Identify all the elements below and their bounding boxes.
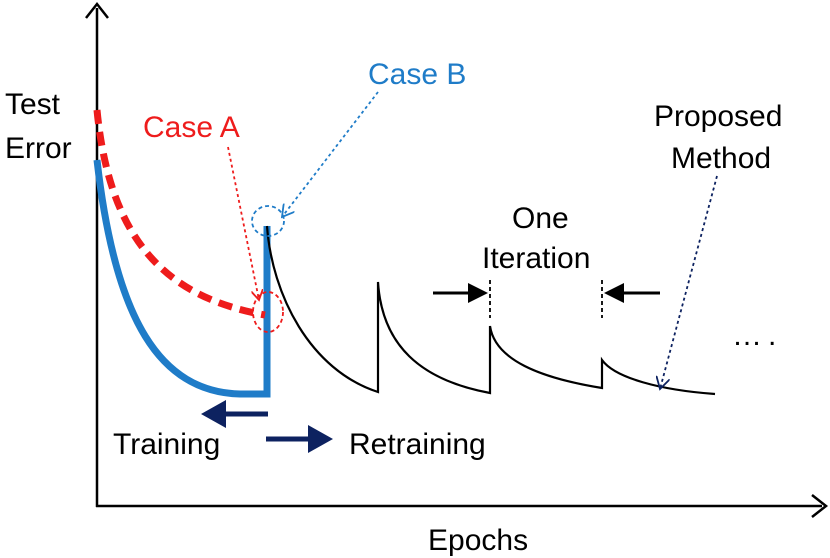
y-axis-arrowhead <box>85 1 109 19</box>
retraining-arrow <box>266 425 333 453</box>
proposed-pointer <box>660 175 718 389</box>
continuation-ellipsis: …. <box>732 319 782 352</box>
case-a-curve <box>93 109 266 319</box>
x-axis-label: Epochs <box>428 524 528 557</box>
case-b-circle <box>251 205 285 237</box>
case-a-label: Case A <box>143 111 240 144</box>
axes <box>85 1 829 518</box>
x-axis-arrowhead <box>811 494 829 518</box>
one-iteration-label-line1: One <box>512 202 569 235</box>
iteration-left-arrow <box>433 283 488 303</box>
training-arrow <box>201 400 268 428</box>
case-b-label: Case B <box>368 58 466 91</box>
proposed-method-curve <box>265 225 716 396</box>
case-b-pointer <box>282 91 379 217</box>
proposed-label-line2: Method <box>671 142 771 175</box>
y-axis-label-line1: Test <box>5 88 61 121</box>
retraining-label: Retraining <box>349 428 486 461</box>
proposed-label-line1: Proposed <box>654 100 782 133</box>
y-axis-label-line2: Error <box>5 132 72 165</box>
case-a-pointer <box>227 146 259 300</box>
iteration-right-arrow <box>604 283 660 303</box>
case-a-circle <box>252 291 284 333</box>
training-label: Training <box>113 428 220 461</box>
one-iteration-label-line2: Iteration <box>482 242 590 275</box>
case-b-curve <box>93 159 271 398</box>
